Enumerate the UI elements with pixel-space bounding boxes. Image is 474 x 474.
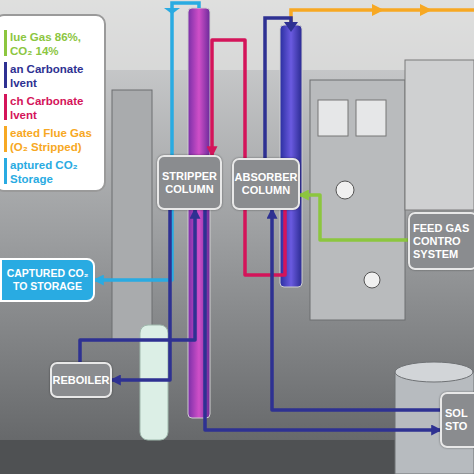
legend-item: eated Flue Gas (O₂ Stripped) <box>4 126 100 154</box>
legend-swatch <box>4 94 7 120</box>
flow-arrow <box>164 8 180 14</box>
legend-swatch <box>4 62 7 88</box>
legend-item: an Carbonate lvent <box>4 62 100 90</box>
flow-connector <box>80 210 195 362</box>
legend-text: ch Carbonate lvent <box>10 94 100 122</box>
legend-swatch <box>4 158 7 184</box>
storage-tank <box>395 372 474 474</box>
gauge <box>364 272 380 288</box>
equipment-panel <box>310 80 405 320</box>
flow-connector <box>212 40 285 275</box>
tank-lid <box>395 362 473 382</box>
column-label: ABSORBER COLUMN <box>232 158 300 210</box>
node-text: SOL STO <box>445 407 474 433</box>
gauge <box>336 181 354 199</box>
node-text: ABSORBER COLUMN <box>235 171 298 197</box>
frame-panel <box>112 90 152 340</box>
flow-connector <box>112 210 170 380</box>
legend-item: ch Carbonate lvent <box>4 94 100 122</box>
node-text: CAPTURED CO₂ TO STORAGE <box>5 267 90 293</box>
flow-arrow <box>284 22 298 32</box>
flow-connector <box>95 210 172 280</box>
legend-text: aptured CO₂ Storage <box>10 158 100 186</box>
flow-arrow <box>372 4 384 16</box>
system-label: FEED GAS CONTRO SYSTEM <box>408 212 474 270</box>
legend-swatch <box>4 30 7 56</box>
flow-connector <box>300 195 408 240</box>
legend-swatch <box>4 126 7 152</box>
tank-label: SOL STO <box>440 392 474 448</box>
output-box: CAPTURED CO₂ TO STORAGE <box>0 258 95 302</box>
legend-item: aptured CO₂ Storage <box>4 158 100 186</box>
column-label: STRIPPER COLUMN <box>157 155 222 210</box>
controller <box>356 100 386 136</box>
treated-gas-line <box>291 10 474 25</box>
reboiler-vessel <box>140 325 168 440</box>
legend-text: eated Flue Gas (O₂ Stripped) <box>10 126 100 154</box>
lean-solvent-line <box>265 18 291 158</box>
legend-box: lue Gas 86%, CO₂ 14% an Carbonate lvent ch… <box>0 14 106 192</box>
node-text: STRIPPER COLUMN <box>162 170 217 196</box>
controller <box>318 100 348 136</box>
node-text: FEED GAS CONTRO SYSTEM <box>413 222 473 261</box>
cabinet <box>405 60 474 210</box>
legend-item: lue Gas 86%, CO₂ 14% <box>4 30 100 58</box>
flow-arrow <box>420 4 432 16</box>
legend-text: an Carbonate lvent <box>10 62 100 90</box>
legend-text: lue Gas 86%, CO₂ 14% <box>10 30 100 58</box>
node-text: REBOILER <box>53 374 110 387</box>
vessel-label: REBOILER <box>50 362 112 398</box>
flow-connector <box>272 210 440 410</box>
flow-connector <box>205 210 440 430</box>
co2-line <box>172 3 199 155</box>
